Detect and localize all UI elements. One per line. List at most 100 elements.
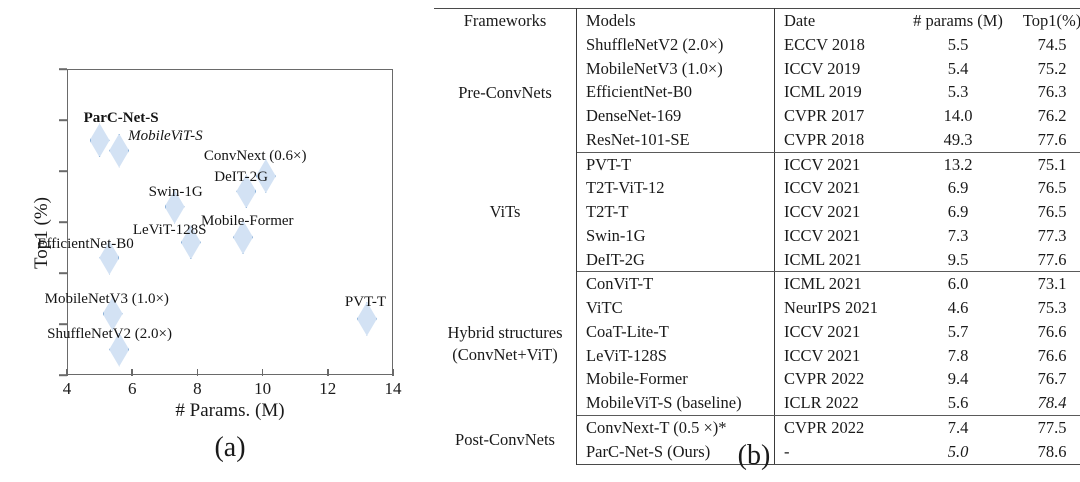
table-head: Frameworks Models Date # params (M) Top1… xyxy=(434,7,1080,33)
x-axis-title: # Params. (M) xyxy=(175,400,285,421)
cell-date: NeurIPS 2021 xyxy=(784,298,878,318)
x-tick-label: 8 xyxy=(193,379,202,398)
cell-date: ICCV 2021 xyxy=(784,225,861,245)
results-table-panel: Frameworks Models Date # params (M) Top1… xyxy=(430,0,1080,482)
cell-model: ViTC xyxy=(576,296,775,320)
cell-date: ICCV 2021 xyxy=(784,345,861,365)
cell-model: PVT-T xyxy=(576,152,775,177)
y-tick-mark xyxy=(59,68,67,70)
cell-params: 5.4 xyxy=(947,58,969,78)
cell-model: ConvNext-T (0.5 ×)* xyxy=(576,415,775,440)
cell-top1: 75.3 xyxy=(1037,298,1067,318)
scatter-point xyxy=(236,174,257,209)
cell-date: ICML 2019 xyxy=(784,82,862,102)
cell-params: 6.9 xyxy=(947,202,969,222)
cell-date: ICCV 2021 xyxy=(784,178,861,198)
scatter-point-label: LeViT-128S xyxy=(132,222,207,239)
cell-model: ShuffleNetV2 (2.0×) xyxy=(576,32,775,57)
scatter-point-label: Swin-1G xyxy=(148,183,203,200)
y-tick-mark xyxy=(59,170,67,172)
cell-model: DenseNet-169 xyxy=(576,104,775,128)
cell-top1: 76.6 xyxy=(1037,321,1067,341)
x-tick-mark xyxy=(131,369,133,376)
x-tick-mark xyxy=(327,369,329,376)
x-tick-label: 12 xyxy=(319,379,337,398)
scatter-point-label: PVT-T xyxy=(344,293,387,310)
scatter-point xyxy=(356,301,377,336)
cell-top1: 77.3 xyxy=(1037,225,1067,245)
scatter-point xyxy=(180,225,201,260)
cell-params: 5.6 xyxy=(906,391,1010,417)
column-header-models: Models xyxy=(576,7,775,33)
x-tick-label: 6 xyxy=(127,379,137,398)
scatter-point xyxy=(109,133,130,168)
cell-params: 7.4 xyxy=(947,418,969,438)
cell-date: ICML 2021 xyxy=(784,274,862,294)
cell-model: ResNet-101-SE xyxy=(576,127,775,153)
cell-params: 14.0 xyxy=(943,106,973,126)
cell-date: ICCV 2021 xyxy=(784,154,861,174)
x-tick-mark xyxy=(392,369,394,376)
cell-params: 5.3 xyxy=(947,82,969,102)
y-tick-mark xyxy=(59,272,67,274)
scatter-point-label: MobileNetV3 (1.0×) xyxy=(44,290,169,307)
scatter-point xyxy=(255,159,276,194)
scatter-point xyxy=(99,240,120,275)
cell-model: ConViT-T xyxy=(576,271,775,297)
scatter-point xyxy=(89,123,110,158)
y-tick-mark xyxy=(59,374,67,376)
framework-group-cell: Post-ConvNets xyxy=(434,415,577,465)
cell-params: 9.5 xyxy=(906,247,1010,273)
y-tick-mark xyxy=(59,119,67,121)
scatter-point xyxy=(164,189,185,224)
cell-top1: 76.2 xyxy=(1037,106,1067,126)
cell-model: MobileNetV3 (1.0×) xyxy=(576,56,775,81)
x-tick-label: 10 xyxy=(254,379,272,398)
cell-top1: 76.5 xyxy=(1037,178,1067,198)
x-tick-label: 4 xyxy=(62,379,72,398)
cell-date: ECCV 2018 xyxy=(784,34,865,54)
y-axis-title: Top1 (%) xyxy=(31,197,52,270)
column-header-params: # params (M) xyxy=(906,7,1010,33)
cell-top1: 77.5 xyxy=(1037,418,1067,438)
cell-params: 9.4 xyxy=(947,369,969,389)
y-tick-mark xyxy=(59,323,67,325)
cell-top1: 78.6 xyxy=(1010,439,1080,465)
scatter-point-label: ParC-Net-S xyxy=(83,110,159,127)
cell-params: 4.6 xyxy=(947,298,969,318)
cell-top1: 76.7 xyxy=(1037,369,1067,389)
cell-model: EfficientNet-B0 xyxy=(576,80,775,105)
cell-params: 6.0 xyxy=(947,274,969,294)
cell-date: ICLR 2022 xyxy=(774,391,906,417)
results-table: Frameworks Models Date # params (M) Top1… xyxy=(434,7,1080,465)
scatter-point-label: EfficientNet-B0 xyxy=(37,235,134,252)
x-tick-mark xyxy=(261,369,264,376)
cell-params: 7.3 xyxy=(947,225,969,245)
cell-date: ICCV 2021 xyxy=(784,202,861,222)
cell-date: ICCV 2019 xyxy=(784,58,861,78)
framework-group-cell: ViTs xyxy=(434,152,577,272)
scatter-point xyxy=(233,220,254,255)
framework-label-line1: Hybrid structures xyxy=(447,322,563,342)
table-row: Hybrid structures(ConvNet+ViT)ConViT-T IC… xyxy=(434,271,1080,416)
scatter-point-label: ConvNext (0.6×) xyxy=(203,148,307,165)
framework-group-cell: Hybrid structures(ConvNet+ViT) xyxy=(434,271,577,416)
cell-params: 49.3 xyxy=(906,127,1010,153)
cell-date: - xyxy=(774,439,906,465)
cell-date: ICML 2021 xyxy=(774,247,906,273)
scatter-point-label: MobileViT-S xyxy=(128,127,203,144)
cell-top1: 75.2 xyxy=(1037,58,1067,78)
